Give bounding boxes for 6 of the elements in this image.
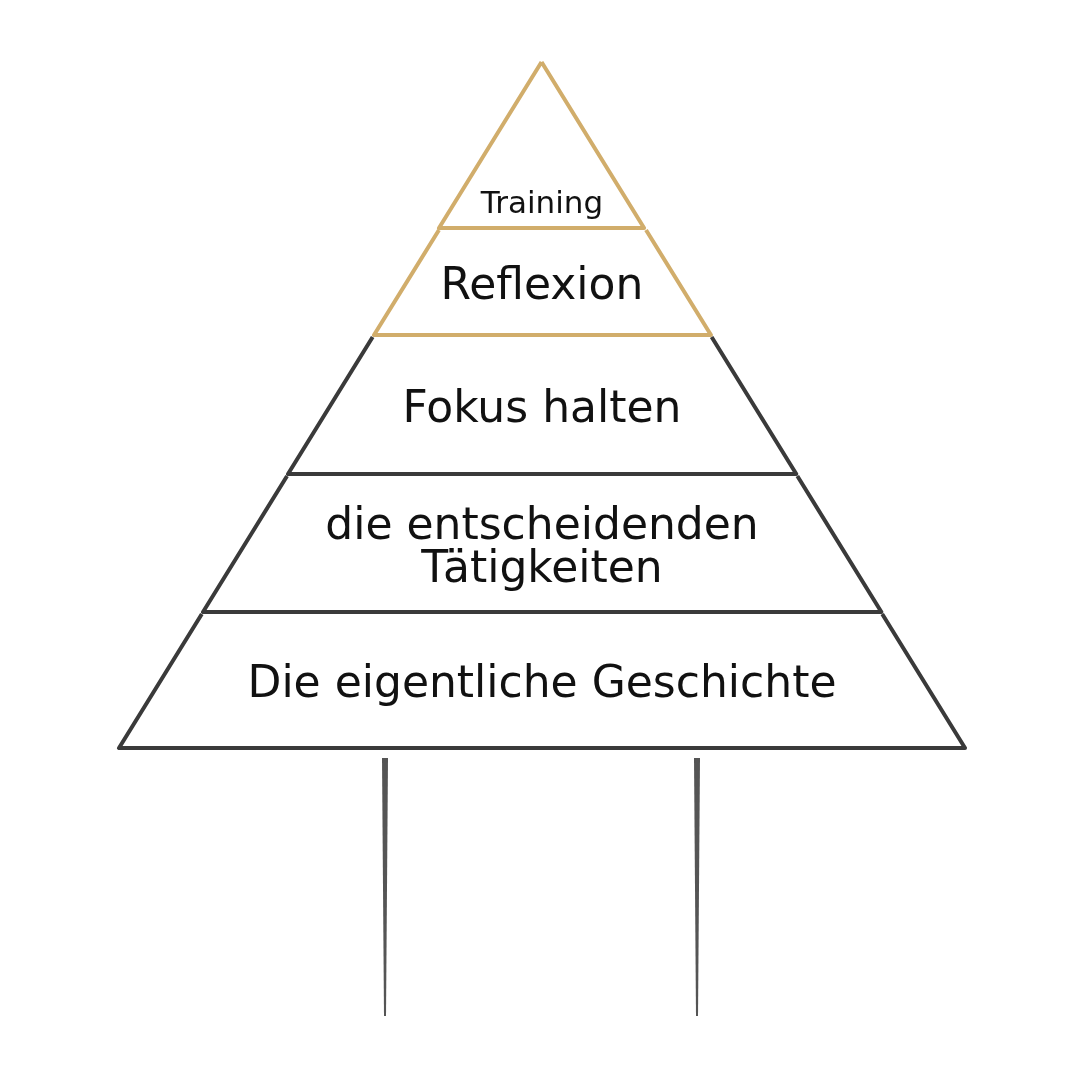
tier-label: die entscheidenden Tätigkeiten — [324, 501, 760, 589]
tier-label: Die eigentliche Geschichte — [247, 660, 837, 704]
tier-label: Reflexion — [440, 261, 644, 306]
tier-label: Training — [480, 186, 604, 218]
pyramid-tier — [114, 614, 970, 750]
tier-label: Fokus halten — [402, 384, 682, 429]
